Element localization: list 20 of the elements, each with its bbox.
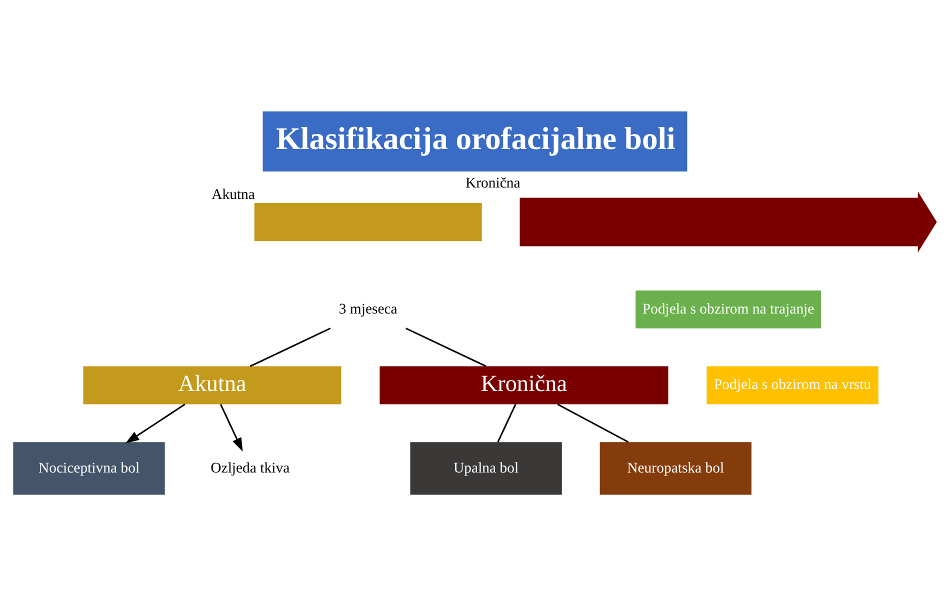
node-box: Upalna bol [410, 442, 562, 494]
node-box: Kronična [380, 366, 668, 404]
diagram-title: Klasifikacija orofacijalne boli [276, 120, 676, 156]
node-box: Podjela s obzirom na vrstu [706, 366, 878, 404]
connector [497, 403, 516, 442]
node-label: Akutna [212, 186, 255, 203]
node-box: Neuropatska bol [600, 442, 752, 494]
connector [557, 403, 629, 442]
arrow [220, 403, 243, 452]
node-box: Nociceptivna bol [13, 442, 165, 494]
connector [406, 327, 486, 366]
connector [250, 327, 331, 366]
node-bar [254, 202, 482, 240]
node-text: Ozljeda tkiva [210, 460, 290, 476]
node-box: Podjela s obzirom na trajanje [636, 290, 821, 328]
arrow [126, 403, 186, 443]
node-arrow [520, 190, 937, 252]
node-label: Kronična [465, 174, 520, 191]
node-box: Akutna [83, 366, 342, 404]
node-text: 3 mjeseca [338, 300, 398, 317]
